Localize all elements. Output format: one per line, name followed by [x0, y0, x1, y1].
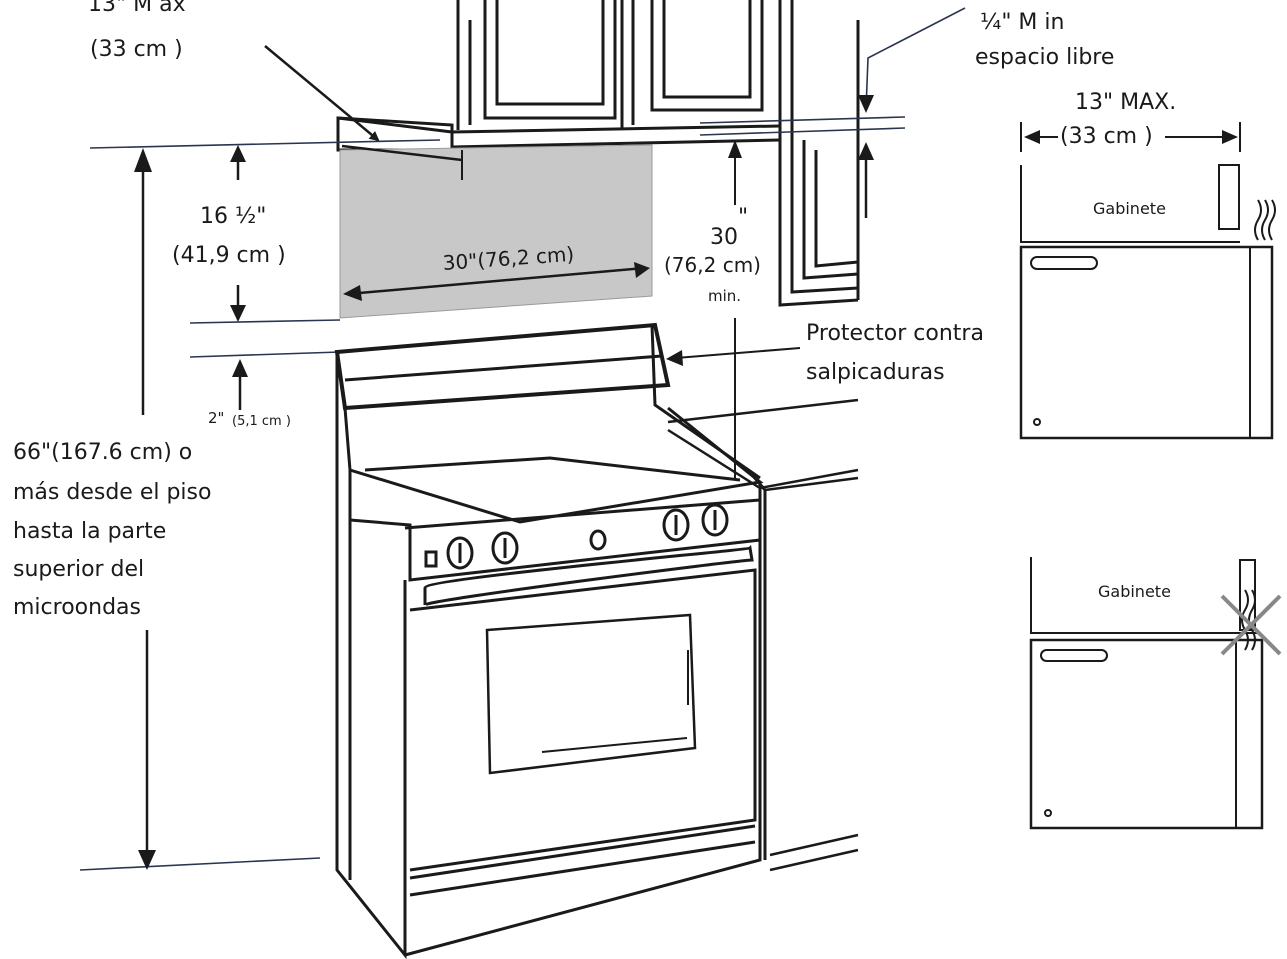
label-floor-1: 66"(167.6 cm) o [13, 440, 193, 465]
label-splash-1: Protector contra [806, 321, 984, 346]
x-mark-icon [1220, 594, 1282, 656]
range-stove [334, 322, 767, 959]
label-30-vertical-cm: (76,2 cm) [664, 253, 761, 277]
label-floor-4: superior del [13, 557, 145, 582]
microwave-outline [336, 116, 454, 152]
label-13max-cm: (33 cm ) [90, 37, 183, 62]
upper-cabinets [451, 0, 794, 149]
label-floor-2: más desde el piso [13, 480, 212, 505]
label-30-vertical: 30 [710, 225, 738, 250]
label-2in-cm: (5,1 cm ) [232, 414, 291, 429]
label-16half-cm: (41,9 cm ) [172, 243, 286, 268]
inset-incorrect [1029, 557, 1264, 830]
microwave-space-shade [339, 144, 653, 319]
dim-66-floor [141, 165, 149, 855]
label-quarter-inch: ¼" M in [980, 10, 1065, 35]
label-30-vertical-quote: " [738, 205, 749, 230]
label-quarter-inch-b: espacio libre [975, 45, 1115, 70]
inset-top-max-cm: (33 cm ) [1060, 124, 1153, 149]
dim-30-width [347, 266, 646, 296]
inset-top-max-label: 13" MAX. [1075, 90, 1177, 115]
inset-top-cabinet: Gabinete [1093, 199, 1166, 218]
countertop [667, 398, 859, 872]
label-floor-3: hasta la parte [13, 519, 167, 544]
inset-bottom-cabinet: Gabinete [1098, 582, 1171, 601]
leader-quarter-inch [865, 7, 966, 111]
label-floor-5: microondas [13, 595, 141, 620]
label-2in: 2" [208, 409, 225, 427]
reference-lines [79, 116, 906, 871]
leader-13max [264, 45, 380, 142]
label-13max: 13" M ax [88, 0, 186, 17]
label-splash-2: salpicaduras [806, 360, 945, 385]
label-16half: 16 ½" [200, 204, 267, 229]
inset-correct [1019, 122, 1276, 440]
dim-13max [341, 144, 463, 162]
label-30-min: min. [708, 287, 742, 305]
